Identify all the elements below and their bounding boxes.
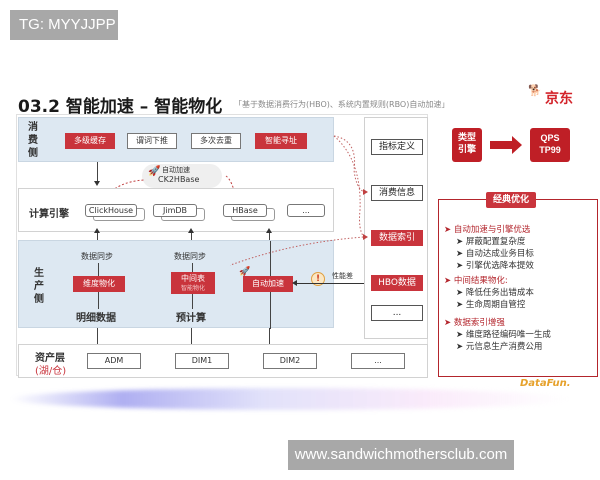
metric-definition: 指标定义	[371, 139, 423, 155]
warning-icon: !	[311, 272, 325, 286]
compute-layer-label: 计算引擎	[29, 209, 69, 220]
arrow-sync-3	[266, 228, 272, 246]
opt-item: ➤ 生命周期自管控	[456, 300, 526, 310]
auto-accel-bubble	[142, 164, 222, 188]
compute-layer: 计算引擎 ClickHouse JimDB HBase ...	[18, 188, 334, 232]
opt-heading-2: ➤ 中间结果物化:	[444, 276, 508, 286]
multi-level-cache: 多级缓存	[65, 133, 115, 149]
intermediate-table: 中间表 智能物化	[171, 272, 215, 294]
data-sync-label-1: 数据同步	[81, 252, 113, 261]
auto-accel-label: 自动加速	[162, 166, 190, 174]
data-index: 数据索引	[371, 230, 423, 246]
production-layer: 生产侧 数据同步 维度物化 明细数据 数据同步 中间表 智能物化 预计算 🚀 自…	[18, 240, 334, 329]
opt-item: ➤ 屏蔽配置复杂度	[456, 237, 526, 247]
watermark-bottom: www.sandwichmothersclub.com	[288, 440, 514, 470]
datafun-logo: DataFun.	[520, 378, 571, 389]
opt-item: ➤ 引擎优选降本提效	[456, 261, 534, 271]
jd-logo: 京东	[545, 91, 573, 107]
rocket-icon-small: 🚀	[239, 267, 251, 277]
qps-tp99-tag: QPS TP99	[530, 128, 570, 162]
line-asset-3	[269, 328, 270, 346]
consumption-info: 消费信息	[371, 185, 423, 201]
asset-layer-label: 资产层	[35, 353, 65, 364]
arrow-sync-1	[94, 228, 100, 246]
arrow-sync-2	[188, 228, 194, 246]
arrow-consumer-to-compute	[94, 162, 100, 186]
asset-dim2: DIM2	[263, 353, 317, 369]
metadata-more: ...	[371, 305, 423, 321]
tp99-label: TP99	[539, 145, 561, 155]
asset-adm: ADM	[87, 353, 141, 369]
metadata-column: 指标定义 消费信息 数据索引 HBO数据 ...	[364, 117, 428, 339]
dotted-connectors	[230, 135, 368, 266]
page-subtitle: 「基于数据消费行为(HBO)、系统内置规则(RBO)自动加速」	[234, 100, 450, 109]
dimension-materialize: 维度物化	[73, 276, 125, 292]
multi-dedup: 多次去重	[191, 133, 241, 149]
rocket-icon: 🚀	[148, 166, 161, 177]
watermark-top: TG: MYYJJPP	[10, 10, 118, 40]
opt-item: ➤ 自动达成业务目标	[456, 249, 534, 259]
engine-jimdb: JimDB	[153, 204, 197, 217]
line-asset-1	[97, 328, 98, 346]
opt-heading-1: ➤ 自动加速与引擎优选	[444, 225, 531, 235]
jd-dog-icon: 🐕	[528, 84, 542, 97]
predicate-pushdown: 谓词下推	[127, 133, 177, 149]
decorative-swoosh	[10, 388, 570, 410]
engine-hbase: HBase	[223, 204, 267, 217]
intermediate-table-sub: 智能物化	[180, 285, 205, 292]
poor-performance-label: 性能差	[332, 272, 353, 280]
right-arrow-head	[512, 136, 522, 154]
engine-clickhouse: ClickHouse	[85, 204, 137, 217]
engine-more: ...	[287, 204, 325, 217]
opt-item: ➤ 元信息生产消费公用	[456, 342, 543, 352]
precompute-label: 预计算	[176, 309, 206, 324]
consumer-layer: 消费侧 多级缓存 谓词下推 多次去重 智能寻址	[18, 117, 334, 162]
hbo-arrow-head	[292, 280, 297, 286]
classic-optimization-title: 经典优化	[486, 192, 536, 208]
asset-layer-sublabel: (湖/仓)	[35, 366, 67, 377]
production-layer-label: 生产侧	[34, 268, 44, 305]
auto-accelerate: 自动加速	[243, 276, 293, 292]
asset-layer: 资产层 (湖/仓) ADM DIM1 DIM2 ...	[18, 344, 428, 378]
opt-item: ➤ 维度路径编码唯一生成	[456, 330, 551, 340]
consumer-layer-label: 消费侧	[28, 122, 38, 159]
line-asset-2	[191, 328, 192, 346]
data-sync-label-2: 数据同步	[174, 252, 206, 261]
opt-item: ➤ 降低任务出错成本	[456, 288, 534, 298]
qps-label: QPS	[540, 133, 560, 143]
hbo-to-auto-accel-arrow	[296, 283, 370, 284]
intermediate-table-label: 中间表	[181, 274, 205, 283]
opt-heading-3: ➤ 数据索引增强	[444, 318, 505, 328]
hbo-data: HBO数据	[371, 275, 423, 291]
page-title: 03.2 智能加速 – 智能物化	[18, 97, 223, 117]
classic-optimization-list: ➤ 自动加速与引擎优选 ➤ 屏蔽配置复杂度 ➤ 自动达成业务目标 ➤ 引擎优选降…	[444, 224, 594, 353]
right-arrow-icon	[490, 141, 514, 149]
type-engine-tag: 类型 引擎	[452, 128, 482, 162]
ck2hbase-label: CK2HBase	[158, 175, 200, 184]
type-engine-line1: 类型	[457, 133, 476, 143]
smart-addressing: 智能寻址	[255, 133, 307, 149]
detail-data-label: 明细数据	[76, 309, 116, 324]
asset-dim1: DIM1	[175, 353, 229, 369]
asset-more: ...	[351, 353, 405, 369]
type-engine-line2: 引擎	[457, 145, 476, 155]
